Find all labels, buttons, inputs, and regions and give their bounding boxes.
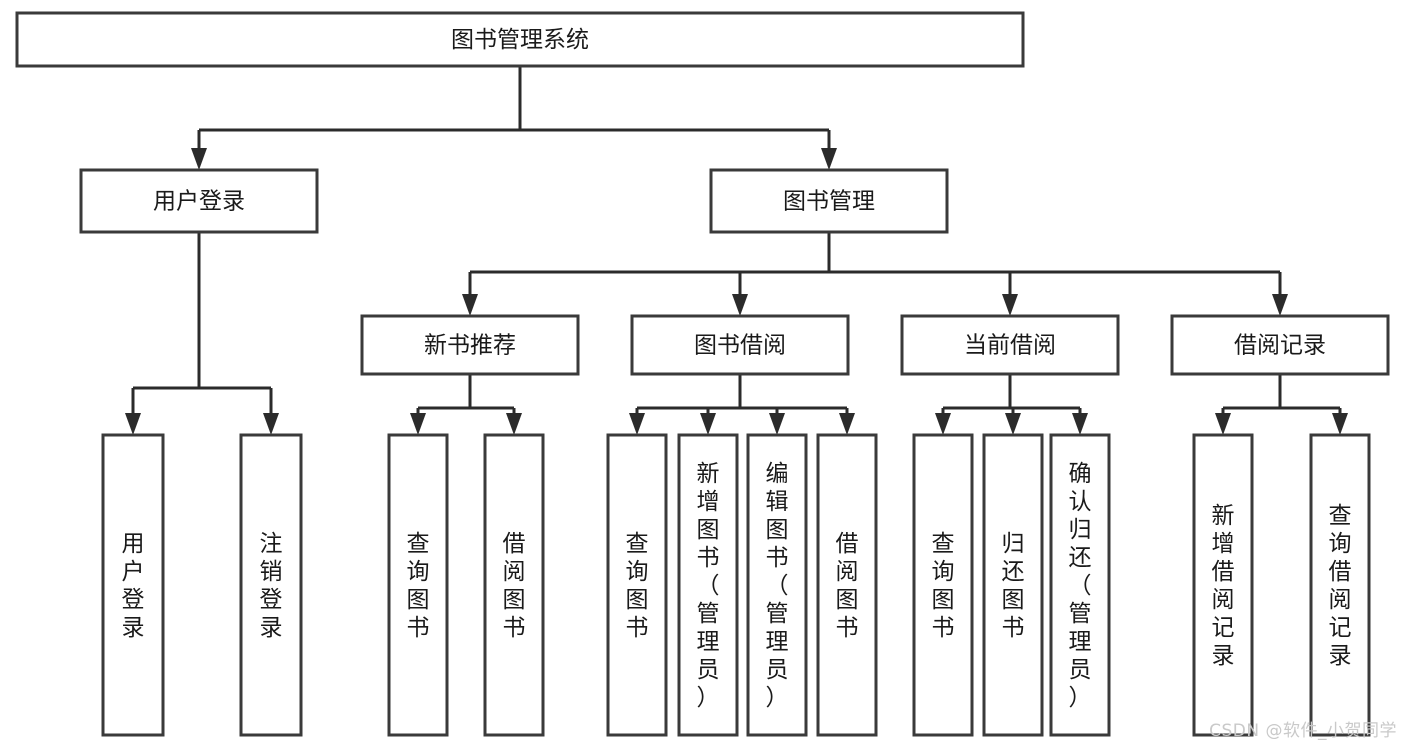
node-l2-1[interactable]: 用户登录 xyxy=(79,168,319,234)
node-lf-12[interactable]: 新增借阅记录 xyxy=(1192,433,1254,737)
connector-group-l2-1 xyxy=(125,232,279,435)
connector-group-l3-2 xyxy=(629,374,855,435)
node-lf-6[interactable]: 新增图书（管理员） xyxy=(677,433,739,737)
arrow-head-icon xyxy=(821,148,837,170)
node-box[interactable] xyxy=(630,314,850,376)
node-lf-4[interactable]: 借阅图书 xyxy=(483,433,545,737)
node-box[interactable] xyxy=(239,433,303,737)
node-label: 图书管理系统 xyxy=(451,27,589,53)
connector-group-l3-4 xyxy=(1215,374,1348,435)
connector-group-root xyxy=(191,66,837,170)
arrow-head-icon xyxy=(1215,413,1231,435)
node-l3-3[interactable]: 当前借阅 xyxy=(900,314,1120,376)
node-l3-2[interactable]: 图书借阅 xyxy=(630,314,850,376)
node-label: 借阅图书 xyxy=(836,531,859,641)
node-box[interactable] xyxy=(900,314,1120,376)
node-box[interactable] xyxy=(606,433,668,737)
node-box[interactable] xyxy=(709,168,949,234)
node-box[interactable] xyxy=(816,433,878,737)
node-lf-13[interactable]: 查询借阅记录 xyxy=(1309,433,1371,737)
connector-group-l3-3 xyxy=(935,374,1088,435)
node-lf-1[interactable]: 用户登录 xyxy=(101,433,165,737)
node-box[interactable] xyxy=(1049,433,1111,737)
node-lf-2[interactable]: 注销登录 xyxy=(239,433,303,737)
node-box[interactable] xyxy=(101,433,165,737)
node-label: 当前借阅 xyxy=(964,333,1056,359)
node-box[interactable] xyxy=(1192,433,1254,737)
node-layer: 图书管理系统用户登录图书管理新书推荐图书借阅当前借阅借阅记录用户登录注销登录查询… xyxy=(15,11,1390,737)
arrow-head-icon xyxy=(1272,294,1288,316)
arrow-head-icon xyxy=(629,413,645,435)
node-box[interactable] xyxy=(746,433,808,737)
node-box[interactable] xyxy=(360,314,580,376)
node-box[interactable] xyxy=(387,433,449,737)
node-label: 借阅记录 xyxy=(1234,333,1326,359)
connector-group-l2-2 xyxy=(462,232,1288,316)
node-label: 查询图书 xyxy=(932,531,955,641)
node-box[interactable] xyxy=(1170,314,1390,376)
node-label: 新增图书（管理员） xyxy=(697,461,720,711)
node-label: 查询图书 xyxy=(407,531,430,641)
node-lf-3[interactable]: 查询图书 xyxy=(387,433,449,737)
connector-group-l3-1 xyxy=(410,374,522,435)
node-l3-4[interactable]: 借阅记录 xyxy=(1170,314,1390,376)
arrow-head-icon xyxy=(125,413,141,435)
arrow-head-icon xyxy=(935,413,951,435)
node-box[interactable] xyxy=(483,433,545,737)
arrow-head-icon xyxy=(506,413,522,435)
node-l3-1[interactable]: 新书推荐 xyxy=(360,314,580,376)
node-box[interactable] xyxy=(677,433,739,737)
node-l2-2[interactable]: 图书管理 xyxy=(709,168,949,234)
node-label: 新书推荐 xyxy=(424,333,516,359)
node-box[interactable] xyxy=(15,11,1025,68)
node-label: 归还图书 xyxy=(1002,531,1025,641)
node-box[interactable] xyxy=(912,433,974,737)
arrow-head-icon xyxy=(1332,413,1348,435)
node-box[interactable] xyxy=(79,168,319,234)
node-label: 编辑图书（管理员） xyxy=(766,461,789,711)
node-label: 查询图书 xyxy=(626,531,649,641)
arrow-head-icon xyxy=(1005,413,1021,435)
connector-layer xyxy=(125,66,1348,435)
node-label: 图书借阅 xyxy=(694,333,786,359)
node-label: 用户登录 xyxy=(122,531,145,641)
arrow-head-icon xyxy=(191,148,207,170)
arrow-head-icon xyxy=(700,413,716,435)
arrow-head-icon xyxy=(263,413,279,435)
node-label: 用户登录 xyxy=(153,189,245,215)
node-lf-8[interactable]: 借阅图书 xyxy=(816,433,878,737)
node-label: 查询借阅记录 xyxy=(1329,503,1352,669)
arrow-head-icon xyxy=(462,294,478,316)
node-label: 图书管理 xyxy=(783,189,875,215)
node-label: 新增借阅记录 xyxy=(1212,503,1235,669)
node-lf-10[interactable]: 归还图书 xyxy=(982,433,1044,737)
node-lf-11[interactable]: 确认归还（管理员） xyxy=(1049,433,1111,737)
arrow-head-icon xyxy=(732,294,748,316)
node-lf-9[interactable]: 查询图书 xyxy=(912,433,974,737)
node-lf-5[interactable]: 查询图书 xyxy=(606,433,668,737)
node-label: 注销登录 xyxy=(260,531,283,641)
watermark-label: CSDN @软件_小贺同学 xyxy=(1209,721,1397,741)
arrow-head-icon xyxy=(839,413,855,435)
node-root[interactable]: 图书管理系统 xyxy=(15,11,1025,68)
arrow-head-icon xyxy=(769,413,785,435)
arrow-head-icon xyxy=(1002,294,1018,316)
node-label: 借阅图书 xyxy=(503,531,526,641)
node-label: 确认归还（管理员） xyxy=(1069,461,1092,711)
arrow-head-icon xyxy=(410,413,426,435)
node-lf-7[interactable]: 编辑图书（管理员） xyxy=(746,433,808,737)
arrow-head-icon xyxy=(1072,413,1088,435)
node-box[interactable] xyxy=(982,433,1044,737)
node-box[interactable] xyxy=(1309,433,1371,737)
